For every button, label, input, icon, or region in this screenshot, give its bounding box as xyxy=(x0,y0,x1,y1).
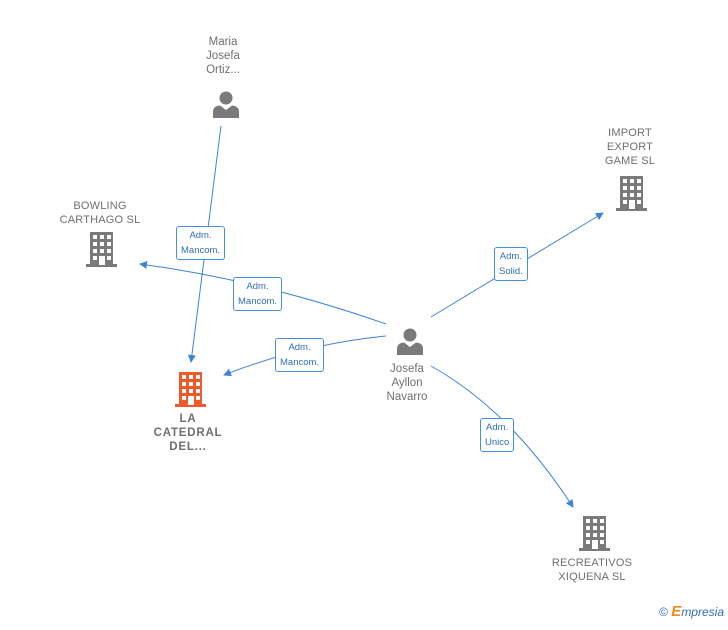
node-label-line: Josefa xyxy=(390,363,424,375)
edge-label-line: Adm. xyxy=(288,342,311,353)
node-label-line: RECREATIVOS xyxy=(551,557,633,569)
node-label-line: Navarro xyxy=(386,391,428,403)
node-label-line: IMPORT xyxy=(608,127,652,139)
node-label-bowling[interactable]: BOWLING CARTHAGO SL xyxy=(45,199,155,227)
node-label-line: DEL... xyxy=(169,441,207,453)
edge-label-line: Mancom. xyxy=(280,357,320,368)
edge-label-line: Adm. xyxy=(499,251,522,262)
watermark: © Empresia xyxy=(659,603,724,620)
brand-name: mpresia xyxy=(681,605,724,619)
edge-label-josefa-import[interactable]: Adm. Solid. xyxy=(494,247,528,281)
edge-label-line: Adm. xyxy=(486,422,509,433)
node-label-line: BOWLING xyxy=(73,200,127,212)
building-icon-highlighted[interactable] xyxy=(174,372,207,407)
person-icon[interactable] xyxy=(211,89,241,119)
node-label-catedral[interactable]: LA CATEDRAL DEL... xyxy=(143,412,233,454)
person-icon[interactable] xyxy=(395,326,425,356)
edge-label-line: Mancom. xyxy=(238,296,278,307)
node-label-line: EXPORT xyxy=(606,141,654,153)
edge-label-josefa-bowling[interactable]: Adm. Mancom. xyxy=(233,277,283,311)
node-label-maria[interactable]: Maria Josefa Ortiz... xyxy=(183,35,263,77)
edge-label-maria-catedral[interactable]: Adm. Mancom. xyxy=(176,226,226,260)
node-label-line: XIQUENA SL xyxy=(558,571,626,583)
node-label-line: Josefa xyxy=(206,50,240,62)
edge-label-josefa-catedral[interactable]: Adm. Mancom. xyxy=(275,338,325,372)
node-label-line: Maria xyxy=(208,36,238,48)
edge-label-line: Mancom. xyxy=(181,245,221,256)
node-label-line: Ayllon xyxy=(391,377,423,389)
edge-label-line: Adm. xyxy=(246,281,269,292)
brand-e: E xyxy=(671,603,682,620)
node-label-line: Ortiz... xyxy=(206,64,240,76)
node-label-line: CARTHAGO SL xyxy=(59,214,141,226)
building-icon[interactable] xyxy=(578,516,611,551)
copyright-symbol: © xyxy=(659,605,668,619)
edge-label-line: Adm. xyxy=(189,230,212,241)
node-label-josefa[interactable]: Josefa Ayllon Navarro xyxy=(367,362,447,404)
building-icon[interactable] xyxy=(85,232,118,267)
building-icon[interactable] xyxy=(615,176,648,211)
edge-label-line: Unico xyxy=(485,437,510,448)
node-label-recreativos[interactable]: RECREATIVOS XIQUENA SL xyxy=(537,556,647,584)
edge-label-josefa-recreativos[interactable]: Adm. Unico xyxy=(480,418,515,452)
node-label-line: LA xyxy=(179,413,197,425)
node-label-import[interactable]: IMPORT EXPORT GAME SL xyxy=(585,126,675,168)
node-label-line: GAME SL xyxy=(604,155,656,167)
edge-label-line: Solid. xyxy=(499,266,523,277)
node-label-line: CATEDRAL xyxy=(153,427,223,439)
